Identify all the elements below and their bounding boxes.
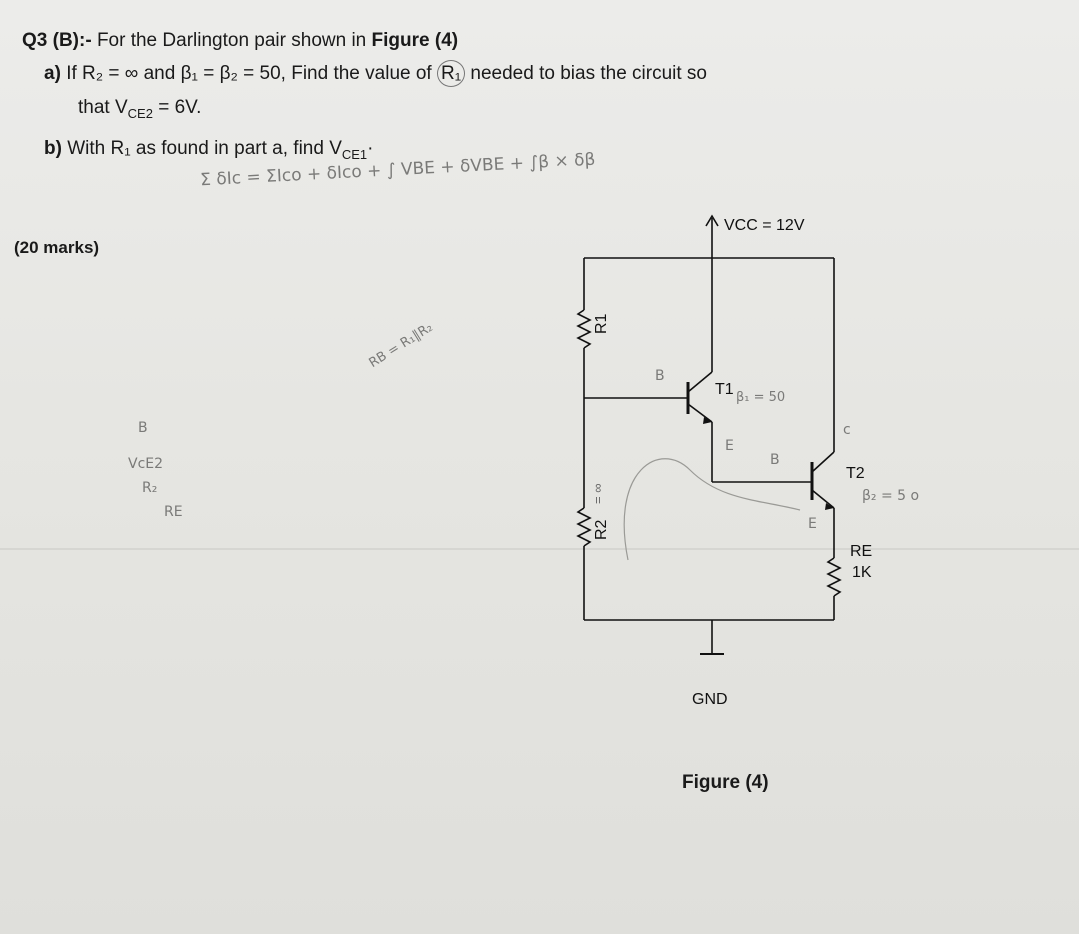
part-a-label: a) <box>44 63 61 84</box>
paper-fold <box>0 548 1079 550</box>
figure-reference: Figure (4) <box>371 30 459 51</box>
gnd-label: GND <box>692 691 728 708</box>
r2-handwritten-value: = ∞ <box>590 484 605 504</box>
t2-label: T2 <box>846 465 865 482</box>
part-b-text-1: With R₁ as found in part a, find V <box>67 138 342 159</box>
part-b-text-2: · <box>367 138 374 159</box>
part-a-line-2: that VCE2 = 6V. <box>78 97 201 121</box>
question-title: Q3 (B):- For the Darlington pair shown i… <box>22 30 458 52</box>
t1-emitter-lead <box>687 403 713 423</box>
handwritten-beta2: β₂ = 5 o <box>862 488 920 504</box>
part-a-r1: R₁ <box>436 60 466 87</box>
figure-caption: Figure (4) <box>682 772 769 793</box>
part-b-line: b) With R₁ as found in part a, find VCE1… <box>44 138 374 162</box>
part-b-subscript: CE1 <box>341 146 368 162</box>
part-a-text-2: needed to bias the circuit so <box>470 63 707 84</box>
t2-emitter-lead <box>811 489 835 509</box>
question-number: Q3 (B):- <box>22 30 92 51</box>
handwritten-beta1: β₁ = 50 <box>736 390 786 405</box>
handwritten-emitter-mark: E <box>725 438 734 454</box>
marks-label: (20 marks) <box>14 238 100 257</box>
part-b-label: b) <box>44 138 62 159</box>
handwritten-note-1: B <box>138 420 148 436</box>
handwritten-note-3: R₂ <box>142 480 158 496</box>
pencil-curve <box>623 458 801 561</box>
part-a-subscript: CE2 <box>127 105 153 121</box>
re-value: 1K <box>852 564 872 581</box>
t1-collector-lead <box>687 371 713 393</box>
t1-emitter-arrow-icon <box>703 417 712 424</box>
handwritten-base2-mark: B <box>770 452 780 468</box>
r2-label: R2 <box>593 519 610 540</box>
r2-resistor <box>576 507 592 547</box>
handwritten-base-mark: B <box>655 368 665 384</box>
t2-emitter-arrow-icon <box>825 503 834 510</box>
t2-collector-lead <box>811 451 835 473</box>
handwritten-emitter2-mark: E <box>808 516 817 532</box>
r1-label: R1 <box>593 313 610 334</box>
vcc-arrow-icon <box>705 214 719 227</box>
handwritten-collector-mark: c <box>843 422 851 438</box>
part-a-text-1: If R₂ = ∞ and β₁ = β₂ = 50, Find the val… <box>66 63 432 84</box>
part-a-text-4: = 6V. <box>158 97 202 118</box>
vcc-label: VCC = 12V <box>724 217 805 234</box>
question-intro: For the Darlington pair shown in <box>96 30 367 51</box>
handwritten-note-4: RE <box>164 504 183 520</box>
part-a-line-1: a) If R₂ = ∞ and β₁ = β₂ = 50, Find the … <box>44 60 707 87</box>
part-a-text-3: that V <box>78 97 128 118</box>
re-resistor <box>826 557 842 597</box>
re-label: RE <box>850 543 872 560</box>
marks-text: 20 marks) <box>19 238 100 257</box>
r1-resistor <box>576 309 592 349</box>
handwritten-note-2: VcE2 <box>128 456 164 472</box>
t1-label: T1 <box>715 381 734 398</box>
